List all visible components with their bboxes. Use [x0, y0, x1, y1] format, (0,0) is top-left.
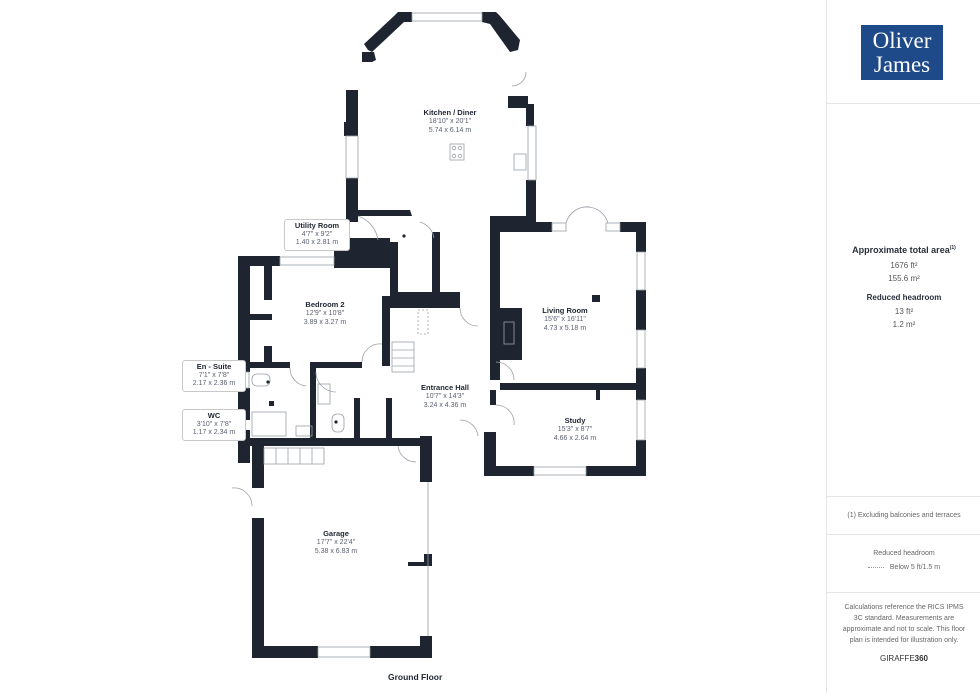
room-tag-en-suite: En - Suite 7'1" x 7'8" 2.17 x 2.36 m — [182, 360, 246, 392]
area-title: Approximate total area(1) — [852, 245, 956, 255]
legend-section: Reduced headroom Below 5 ft/1.5 m — [827, 534, 980, 593]
giraffe360-logo: GIRAFFE360 — [879, 654, 929, 663]
disclaimer-section: Calculations reference the RICS IPMS 3C … — [827, 592, 980, 692]
floor-plan-drawing — [231, 12, 646, 658]
footnote-section: (1) Excluding balconies and terraces — [827, 496, 980, 535]
room-tag-utility: Utility Room 4'7" x 9'2" 1.40 x 2.81 m — [284, 219, 350, 251]
room-label-kitchen: Kitchen / Diner 18'10" x 20'1" 5.74 x 6.… — [423, 108, 477, 134]
footnote: (1) Excluding balconies and terraces — [847, 512, 961, 519]
room-label-garage: Garage 17'7" x 22'4" 5.38 x 6.83 m — [314, 529, 358, 555]
room-label-living-room: Living Room 15'6" x 16'11" 4.73 x 5.18 m — [542, 306, 588, 332]
legend-title: Reduced headroom — [873, 550, 935, 557]
floor-plan: Kitchen / Diner 18'10" x 20'1" 5.74 x 6.… — [182, 12, 646, 682]
floor-label: Ground Floor — [388, 672, 443, 682]
room-label-study: Study 15'3" x 8'7" 4.66 x 2.64 m — [553, 416, 597, 442]
legend-item: Below 5 ft/1.5 m — [827, 562, 980, 573]
disclaimer: Calculations reference the RICS IPMS 3C … — [842, 604, 966, 644]
area-m: 155.6 m² — [888, 274, 920, 283]
logo-section: Oliver James — [827, 0, 980, 104]
brand-logo: Oliver James — [861, 25, 943, 80]
room-label-entrance-hall: Entrance Hall 10'7" x 14'3" 3.24 x 4.36 … — [421, 383, 469, 409]
area-section: Approximate total area(1) 1676 ft² 155.6… — [827, 103, 980, 497]
info-panel: Oliver James Approximate total area(1) 1… — [826, 0, 980, 693]
area-ft: 1676 ft² — [890, 261, 918, 270]
room-label-bedroom-2: Bedroom 2 12'9" x 10'8" 3.89 x 3.27 m — [303, 300, 347, 326]
reduced-ft: 13 ft² — [894, 307, 914, 316]
dotted-line-icon — [867, 566, 884, 568]
reduced-title: Reduced headroom — [866, 293, 942, 302]
room-tag-wc: WC 3'10" x 7'8" 1.17 x 2.34 m — [182, 409, 246, 441]
reduced-m: 1.2 m² — [892, 320, 916, 329]
